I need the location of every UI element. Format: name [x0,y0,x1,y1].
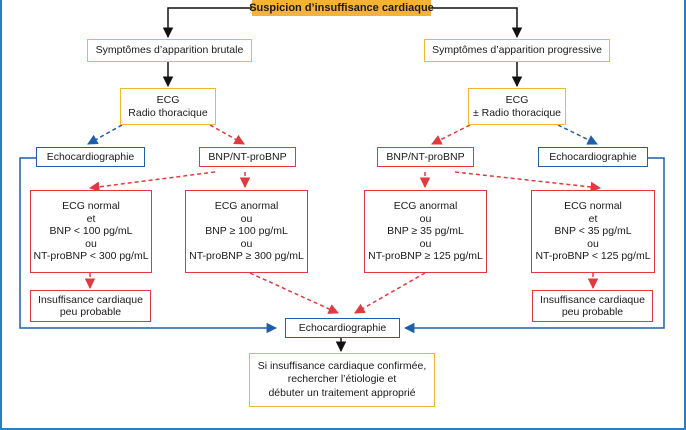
arrow-right-bnp-to-normal [454,171,602,193]
right-echo-box: Echocardiographie [538,147,648,167]
diagram-title: Suspicion d’insuffisance cardiaque [249,0,434,16]
conclusion-box: Si insuffisance cardiaque confirmée, rec… [249,353,435,407]
center-echo-box: Echocardiographie [285,318,400,338]
right-exam-box: ECG ± Radio thoracique [468,88,566,125]
left-bnp-box: BNP/NT-proBNP [199,147,296,167]
right-abnormal-criteria-box: ECG anormal ou BNP ≥ 35 pg/mL ou NT-proB… [364,190,487,273]
left-onset-box: Symptômes d’apparition brutale [87,39,252,62]
right-unlikely-box: Insuffisance cardiaque peu probable [532,290,653,322]
left-exam-box: ECG Radio thoracique [120,88,216,125]
arrow-left-exam-to-bnp [209,124,245,145]
arrow-right-exam-to-bnp [431,124,471,145]
arrow-right-abnormal-to-center-echo [354,272,426,314]
left-unlikely-box: Insuffisance cardiaque peu probable [30,290,151,322]
left-normal-criteria-box: ECG normal et BNP < 100 pg/mL ou NT-proB… [30,190,152,273]
arrow-left-echo-to-center-echo [19,157,278,334]
arrow-right-exam-to-echo [557,124,598,145]
left-echo-box: Echocardiographie [36,147,145,167]
right-onset-box: Symptômes d’apparition progressive [424,39,610,62]
arrow-title-to-right-onset [431,7,523,39]
left-abnormal-criteria-box: ECG anormal ou BNP ≥ 100 pg/mL ou NT-pro… [185,190,308,273]
right-bnp-box: BNP/NT-proBNP [377,147,474,167]
arrow-left-abnormal-to-center-echo [249,272,339,314]
arrow-left-exam-to-echo [87,124,123,145]
arrow-right-echo-to-center-echo [403,157,665,334]
arrow-left-bnp-to-normal [88,171,216,193]
arrow-title-to-left-onset [162,7,252,39]
right-normal-criteria-box: ECG normal et BNP < 35 pg/mL ou NT-proBN… [531,190,655,273]
